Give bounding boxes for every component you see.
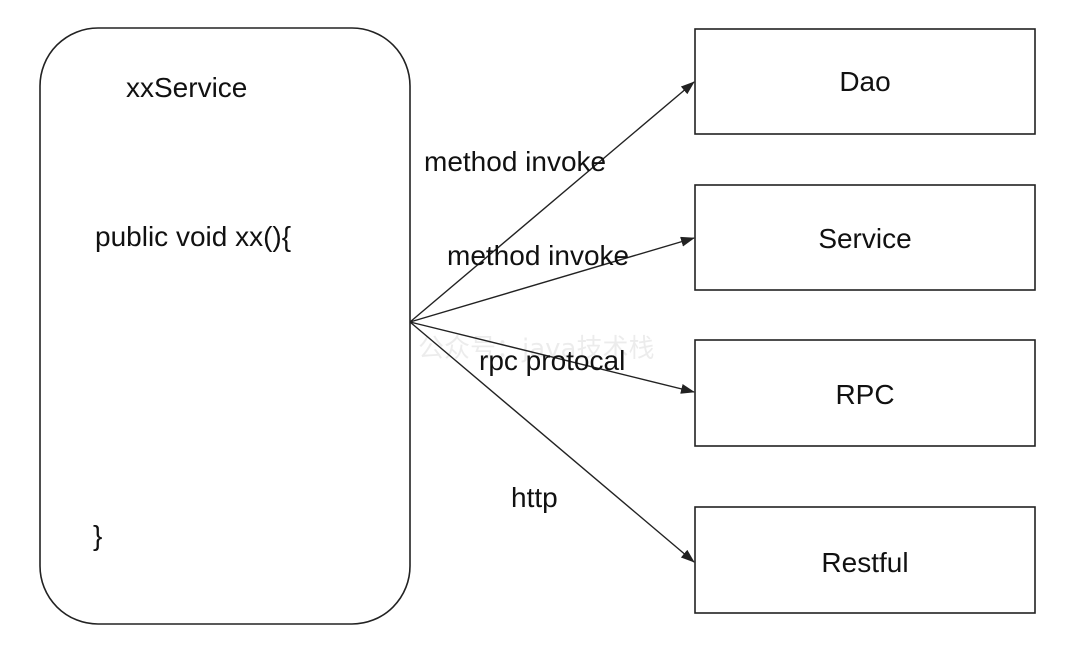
target-service: Service [694,184,1036,291]
method-signature: public void xx(){ [95,221,291,252]
edge-to-rpc [409,321,695,394]
edge-to-dao [409,81,695,323]
service-title: xxService [126,72,247,103]
target-rpc: RPC [694,339,1036,447]
edge-label-rpc: rpc protocal [479,345,625,376]
target-box-rpc [694,339,1036,447]
edge-to-restful [409,321,695,563]
target-label-restful: Restful [821,547,908,578]
edge-label-dao: method invoke [424,146,606,177]
edge-to-service [409,236,695,323]
closing-brace: } [93,520,102,551]
edge-label-restful: http [511,482,558,513]
target-box-dao [694,28,1036,135]
watermark: 公众号：java技术栈 [418,334,654,364]
target-restful: Restful [694,506,1036,614]
target-label-dao: Dao [839,66,890,97]
target-box-service [694,184,1036,291]
target-label-rpc: RPC [835,379,894,410]
target-box-restful [694,506,1036,614]
target-label-service: Service [818,223,911,254]
edge-label-service: method invoke [447,240,629,271]
target-dao: Dao [694,28,1036,135]
service-box [39,27,411,625]
service-container: xxService public void xx(){ } [39,27,411,625]
